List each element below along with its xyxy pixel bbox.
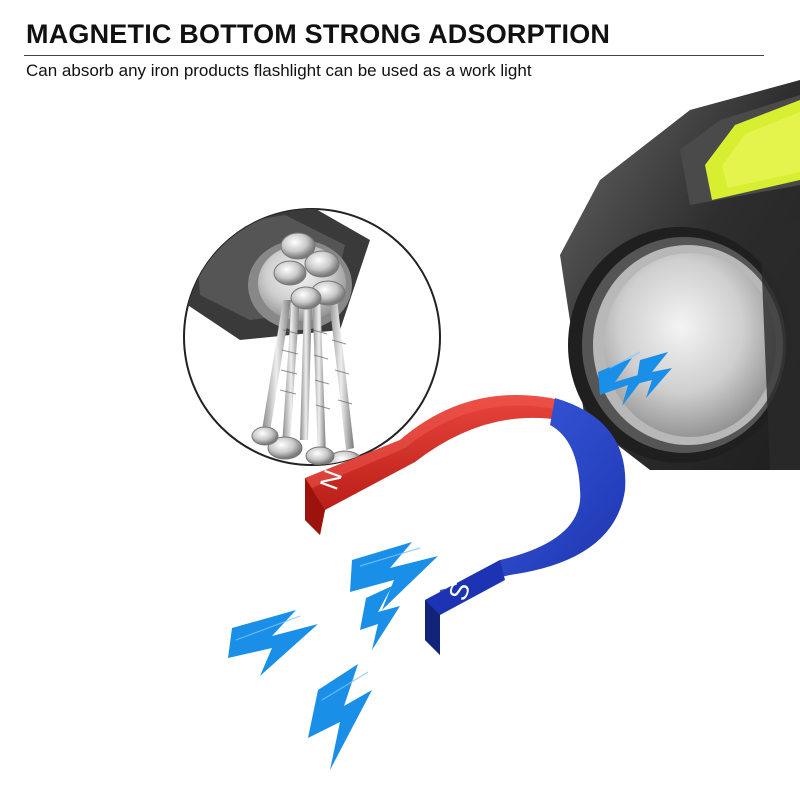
magnet-icon: N S [305, 395, 626, 655]
lightning-bolt-icon [350, 542, 438, 610]
lightning-bolt-icon [228, 610, 318, 676]
page-title: MAGNETIC BOTTOM STRONG ADSORPTION [26, 19, 611, 49]
header: MAGNETIC BOTTOM STRONG ADSORPTION Can ab… [0, 0, 800, 90]
screws-inset [183, 208, 441, 466]
lightning-bolt-icon [636, 352, 672, 398]
screw-icon [262, 290, 354, 455]
lightning-bolts [228, 352, 672, 770]
page-subtitle: Can absorb any iron products flashlight … [26, 61, 532, 80]
lightning-bolt-icon [360, 586, 400, 650]
divider [24, 55, 764, 56]
lightning-bolt-icon [598, 358, 648, 406]
flashlight [560, 80, 800, 470]
lightning-bolt-icon [308, 664, 372, 770]
magnetic-disc [604, 253, 776, 437]
